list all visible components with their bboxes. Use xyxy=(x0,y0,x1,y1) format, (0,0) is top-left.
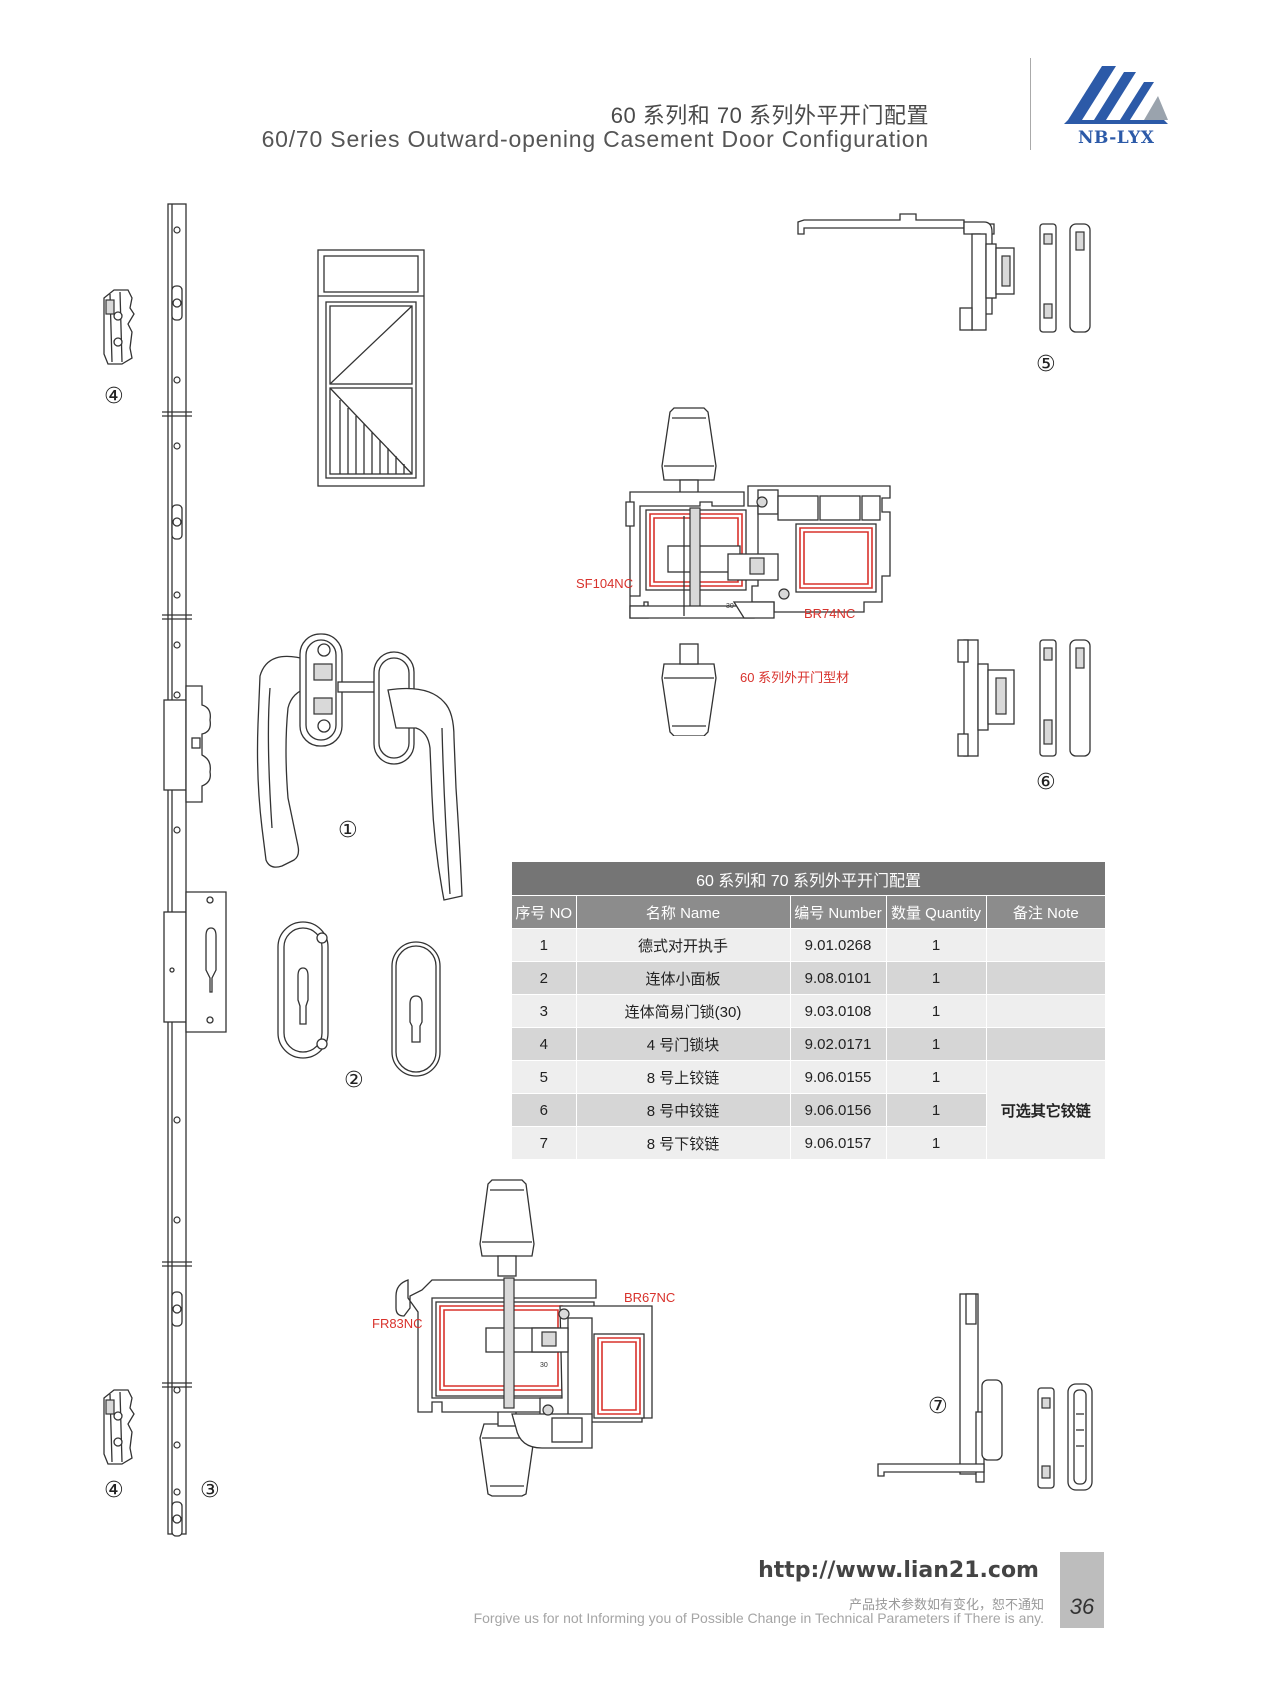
logo-text: NB-LYX xyxy=(1078,128,1155,148)
cell-name: 连体简易门锁(30) xyxy=(576,994,791,1028)
column-header-quantity: 数量 Quantity xyxy=(886,895,987,929)
door-elevation-drawing xyxy=(317,249,425,487)
top-hinge-drawing xyxy=(797,213,1091,333)
marker-5: ⑤ xyxy=(1036,352,1056,377)
table-row: 3 连体简易门锁(30) 9.03.0108 1 xyxy=(512,994,1106,1028)
table-row: 6 8 号中铰链 9.06.0156 1 xyxy=(512,1093,1105,1127)
nb-lyx-logo-icon xyxy=(1064,66,1168,124)
cell-number: 9.06.0157 xyxy=(790,1126,887,1159)
website-link[interactable]: http://www.lian21.com xyxy=(758,1558,1039,1583)
marker-4-top: ④ xyxy=(104,384,124,409)
cell-qty: 1 xyxy=(886,1093,987,1127)
configuration-table: 60 系列和 70 系列外平开门配置 序号 NO 名称 Name 编号 Numb… xyxy=(512,862,1106,1159)
cell-note xyxy=(986,961,1106,995)
page-number: 36 xyxy=(1069,1594,1095,1619)
table-row: 2 连体小面板 9.08.0101 1 xyxy=(512,961,1106,995)
marker-4-bottom: ④ xyxy=(104,1478,124,1503)
table-row: 5 8 号上铰链 9.06.0155 1 可选其它铰链 xyxy=(512,1060,1106,1159)
marker-6: ⑥ xyxy=(1036,770,1056,795)
cell-no: 1 xyxy=(512,928,577,962)
notice-cn: 产品技术参数如有变化，恕不通知 xyxy=(848,1597,1044,1612)
label-br74nc: BR74NC xyxy=(804,606,856,621)
cell-note xyxy=(986,928,1106,962)
cell-name: 8 号中铰链 xyxy=(576,1093,791,1127)
cell-number: 9.01.0268 xyxy=(790,928,887,962)
page-number-box xyxy=(1060,1552,1104,1628)
cell-qty: 1 xyxy=(886,1126,987,1159)
cell-name: 连体小面板 xyxy=(576,961,791,995)
cell-note xyxy=(986,994,1106,1028)
header-divider xyxy=(1030,58,1031,150)
cell-note-merged: 可选其它铰链 xyxy=(986,1060,1106,1159)
cell-name: 德式对开执手 xyxy=(576,928,791,962)
label-series60-profile: 60 系列外开门型材 xyxy=(740,670,850,685)
page-title-en: 60/70 Series Outward-opening Casement Do… xyxy=(261,126,929,152)
cell-no: 3 xyxy=(512,994,577,1028)
cell-number: 9.03.0108 xyxy=(790,994,887,1028)
label-sf104nc: SF104NC xyxy=(576,576,634,591)
cell-number: 9.02.0171 xyxy=(790,1027,887,1061)
marker-3: ③ xyxy=(200,1478,220,1503)
label-fr83nc: FR83NC xyxy=(372,1316,423,1331)
cell-note xyxy=(986,1027,1106,1061)
table-title: 60 系列和 70 系列外平开门配置 xyxy=(512,862,1106,896)
cell-name: 8 号下铰链 xyxy=(576,1126,791,1159)
series70-profile-drawing xyxy=(395,1179,653,1497)
series60-profile-drawing xyxy=(625,407,891,736)
cell-no: 5 xyxy=(512,1060,577,1094)
cell-qty: 1 xyxy=(886,928,987,962)
dimension-30-top: 30 xyxy=(726,603,734,610)
escutcheon-front-drawing xyxy=(391,941,441,1077)
lock-bar-drawing xyxy=(162,203,227,1537)
marker-7: ⑦ xyxy=(928,1394,948,1419)
escutcheon-back-drawing xyxy=(277,921,329,1059)
cell-qty: 1 xyxy=(886,994,987,1028)
cell-qty: 1 xyxy=(886,1027,987,1061)
cell-name: 8 号上铰链 xyxy=(576,1060,791,1094)
cell-number: 9.06.0156 xyxy=(790,1093,887,1127)
cell-qty: 1 xyxy=(886,1060,987,1094)
table-row: 7 8 号下铰链 9.06.0157 1 xyxy=(512,1126,1105,1159)
cell-no: 4 xyxy=(512,1027,577,1061)
cell-name: 4 号门锁块 xyxy=(576,1027,791,1061)
label-br67nc: BR67NC xyxy=(624,1290,676,1305)
notice-en: Forgive us for not Informing you of Poss… xyxy=(473,1610,1044,1626)
marker-2: ② xyxy=(344,1068,364,1093)
cell-number: 9.06.0155 xyxy=(790,1060,887,1094)
column-header-no: 序号 NO xyxy=(512,895,577,929)
handle-drawing xyxy=(256,633,463,901)
column-header-name: 名称 Name xyxy=(576,895,791,929)
middle-hinge-drawing xyxy=(957,639,1091,757)
table-row: 4 4 号门锁块 9.02.0171 1 xyxy=(512,1027,1106,1061)
cell-no: 2 xyxy=(512,961,577,995)
bottom-hinge-drawing xyxy=(877,1293,1093,1491)
dimension-30-bottom: 30 xyxy=(540,1362,548,1369)
column-header-note: 备注 Note xyxy=(986,895,1106,929)
cell-number: 9.08.0101 xyxy=(790,961,887,995)
page-title-cn: 60 系列和 70 系列外平开门配置 xyxy=(610,103,929,128)
lock-block-top-drawing xyxy=(103,289,135,365)
cell-no: 7 xyxy=(512,1126,577,1159)
lock-block-bottom-drawing xyxy=(103,1389,135,1465)
cell-no: 6 xyxy=(512,1093,577,1127)
marker-1: ① xyxy=(338,818,358,843)
cell-qty: 1 xyxy=(886,961,987,995)
table-row: 1 德式对开执手 9.01.0268 1 xyxy=(512,928,1106,962)
column-header-number: 编号 Number xyxy=(790,895,887,929)
